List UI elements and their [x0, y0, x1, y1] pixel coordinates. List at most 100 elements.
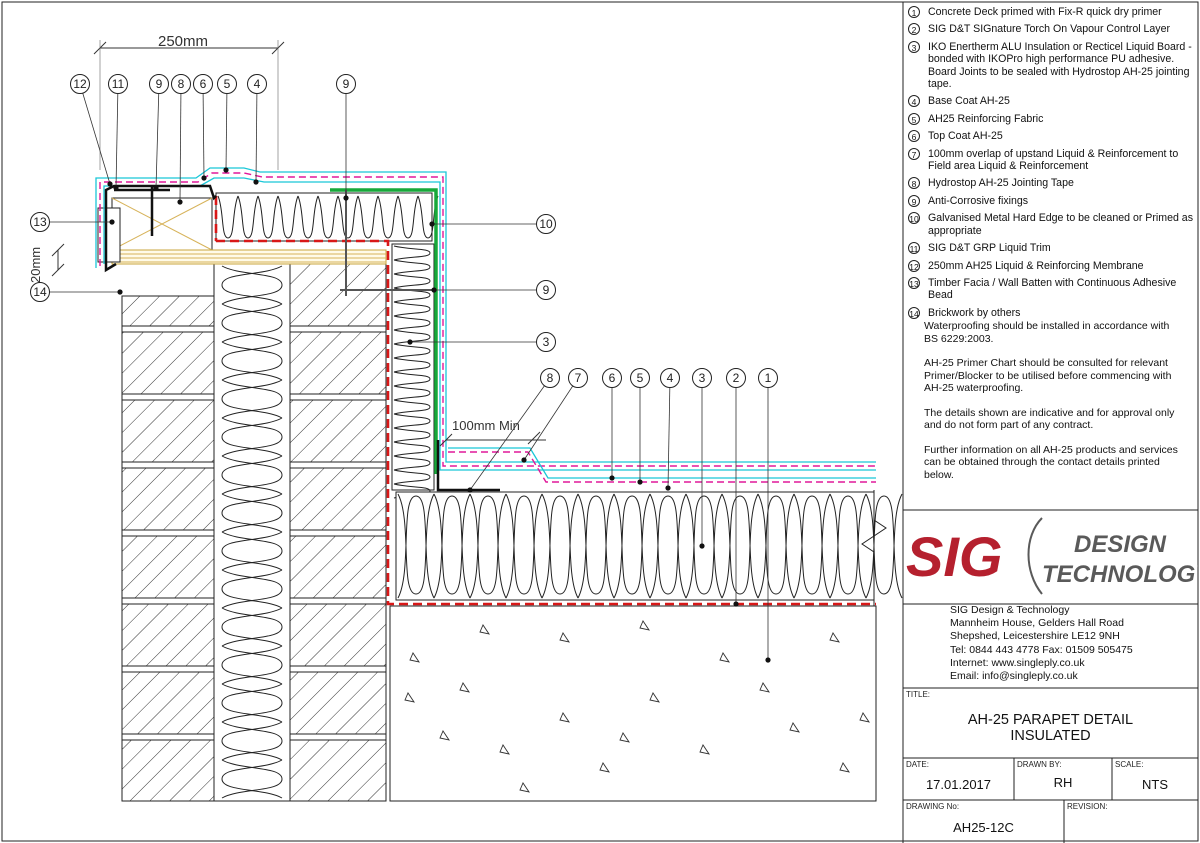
address-line: Email: info@singleply.co.uk: [950, 670, 1078, 683]
brickwork: [121, 263, 387, 802]
drawing-number-value: AH25-12C: [953, 820, 1014, 835]
callout-number: 1: [765, 371, 772, 385]
legend-text: Hydrostop AH-25 Jointing Tape: [928, 177, 1074, 190]
legend-number: 9: [908, 194, 920, 207]
callout-circle: [171, 74, 191, 94]
callout-number: 10: [539, 217, 553, 231]
callout-number: 6: [200, 77, 207, 91]
cavity-insulation-loops: [221, 265, 283, 799]
reinforcing-fabric-line: [99, 172, 876, 467]
note-item: The details shown are indicative and for…: [924, 406, 1175, 432]
callout-number: 5: [637, 371, 644, 385]
callout-circle: [30, 212, 50, 232]
callout-number: 14: [33, 285, 47, 299]
notes: Waterproofing should be installed in acc…: [924, 320, 1186, 493]
logo-design: DESIGN: [1074, 531, 1167, 558]
legend-item: 12 250mm AH25 Liquid & Reinforcing Membra…: [908, 259, 1198, 272]
callout-number: 13: [33, 215, 47, 229]
legend-number: 14: [908, 306, 920, 319]
date-value: 17.01.2017: [925, 777, 992, 792]
scale-value: NTS: [1142, 777, 1168, 792]
legend-text: AH25 Reinforcing Fabric: [928, 112, 1044, 125]
address-line: Mannheim House, Gelders Hall Road: [950, 617, 1124, 630]
callout-circle: [108, 74, 128, 94]
logo-sig: SIG: [906, 525, 1002, 588]
callout-circle: [536, 332, 556, 352]
drawn-by-label: DRAWN BY:: [1017, 760, 1062, 769]
legend-number: 12: [908, 259, 920, 272]
legend-text: Concrete Deck primed with Fix-R quick dr…: [928, 6, 1162, 18]
callout-number: 5: [224, 77, 231, 91]
legend-item: 2 SIG D&T SIGnature Torch On Vapour Contr…: [908, 23, 1198, 36]
deck-insulation: [395, 491, 875, 601]
legend-text: SIG D&T SIGnature Torch On Vapour Contro…: [928, 23, 1171, 36]
callout-circle: [30, 282, 50, 302]
callout-circle: [660, 368, 680, 388]
callout-circle: [568, 368, 588, 388]
legend-number: 11: [908, 242, 920, 255]
callout-number: 9: [343, 77, 350, 91]
callout-number: 4: [667, 371, 674, 385]
callout-number: 9: [543, 283, 550, 297]
callout-number: 3: [699, 371, 706, 385]
upstand-insulation-loops: [393, 245, 431, 499]
legend-number: 4: [908, 95, 920, 108]
note-item: Waterproofing should be installed in acc…: [924, 320, 1170, 345]
callout-circle: [758, 368, 778, 388]
dimension-20mm: 20mm: [28, 247, 43, 283]
break-line: [861, 490, 887, 606]
callout-circle: [70, 74, 90, 94]
cavity-insulation: [213, 263, 291, 802]
legend-number: 2: [908, 23, 920, 36]
legend-text: IKO Enertherm ALU Insulation or Recticel…: [928, 40, 1192, 91]
top-coat-line: [95, 167, 876, 463]
legend-number: 8: [908, 177, 920, 190]
callout-number: 2: [733, 371, 740, 385]
legend-item: 6 Top Coat AH-25: [908, 130, 1198, 143]
address-line: SIG Design & Technology: [950, 604, 1070, 616]
deck-insulation-loops: [397, 493, 903, 599]
dimension-100mm-min: 100mm Min: [452, 418, 520, 433]
legend-number: 6: [908, 130, 920, 143]
legend-text: Top Coat AH-25: [928, 130, 1003, 143]
legend-number: 10: [908, 212, 920, 225]
legend-text: Timber Facia / Wall Batten with Continuo…: [928, 276, 1177, 302]
company-address: SIG Design & Technology Mannheim House, …: [950, 604, 1133, 683]
legend-item: 7 100mm overlap of upstand Liquid & Reinf…: [908, 147, 1198, 173]
legend-number: 7: [908, 147, 920, 160]
concrete-deck: [389, 605, 877, 802]
drawing-title: AH-25 PARAPET DETAIL INSULATED: [903, 712, 1198, 744]
callout-number: 8: [547, 371, 554, 385]
callout-number: 9: [156, 77, 163, 91]
callout-circle: [630, 368, 650, 388]
callout-circle: [193, 74, 213, 94]
address-line: Internet: www.singleply.co.uk: [950, 656, 1085, 669]
callout-circle: [536, 280, 556, 300]
callout-circle: [536, 214, 556, 234]
date-label: DATE:: [906, 760, 929, 769]
legend-text: 250mm AH25 Liquid & Reinforcing Membrane: [928, 259, 1144, 272]
callout-circle: [247, 74, 267, 94]
note-item: AH-25 Primer Chart should be consulted f…: [924, 357, 1172, 394]
vapour-control-layer: [216, 239, 876, 606]
parapet-top-insulation-loops: [217, 195, 439, 239]
sig-logo: SIG DESIGN TECHNOLOGY: [906, 517, 1198, 595]
callout-number: 4: [254, 77, 261, 91]
metal-hard-edge: [330, 188, 438, 474]
callout-number: 6: [609, 371, 616, 385]
callout-circle: [336, 74, 356, 94]
title-label: TITLE:: [906, 690, 931, 699]
legend-text: 100mm overlap of upstand Liquid & Reinfo…: [928, 147, 1179, 173]
callout-circle: [602, 368, 622, 388]
callout-number: 12: [73, 77, 87, 91]
legend-text: SIG D&T GRP Liquid Trim: [928, 242, 1051, 255]
legend-text: Galvanised Metal Hard Edge to be cleaned…: [928, 212, 1193, 237]
